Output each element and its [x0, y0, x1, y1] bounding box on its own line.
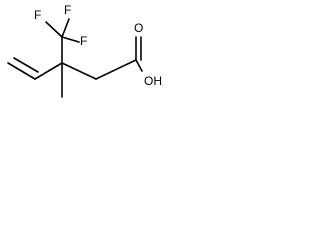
vinyl-to-quaternary-bond: [34, 62, 63, 80]
acid-carbon-bond: [95, 59, 137, 80]
vinyl-double-bond-inner: [13, 57, 39, 73]
molecule-drawing: F F F O OH: [7, 3, 162, 98]
vinyl-double-bond-outer: [7, 62, 36, 80]
hydroxyl-bond: [135, 59, 143, 72]
atom-label-hydroxyl: OH: [144, 74, 162, 88]
atom-label-fluorine-top-left: F: [34, 8, 41, 22]
chemical-structure: F F F O OH: [0, 0, 194, 132]
atom-label-fluorine-top-mid: F: [64, 3, 71, 17]
cf-bond-right: [61, 36, 80, 43]
cf-bond-left: [45, 21, 63, 38]
cf-bond-top: [61, 18, 70, 38]
methylene-bond: [61, 62, 97, 80]
atom-label-carbonyl-oxygen: O: [134, 21, 143, 35]
atom-label-fluorine-right: F: [80, 34, 87, 48]
